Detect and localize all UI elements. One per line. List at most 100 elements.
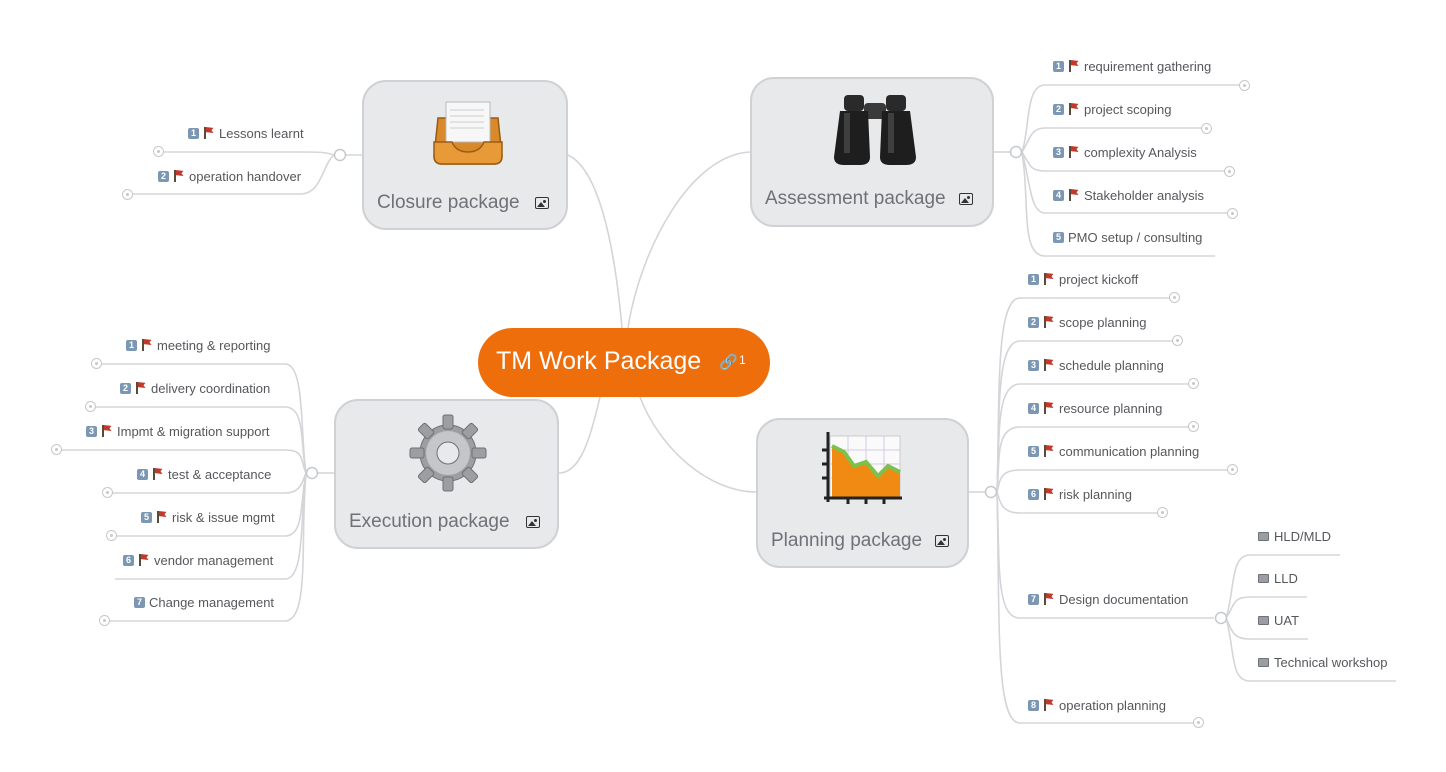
topic-label: Impmt & migration support <box>117 423 270 439</box>
root-title: TM Work Package <box>496 347 702 375</box>
priority-badge: 4 <box>137 468 148 480</box>
collapse-toggle[interactable] <box>51 444 62 455</box>
topic-label: resource planning <box>1059 400 1163 416</box>
collapse-toggle[interactable] <box>122 189 133 200</box>
list-item[interactable]: 4 test & acceptance <box>137 465 271 483</box>
flag-icon <box>1043 402 1054 414</box>
topic-label: operation planning <box>1059 697 1166 713</box>
closure-package-topic[interactable]: Closure package <box>362 80 568 230</box>
collapse-toggle[interactable] <box>153 146 164 157</box>
image-icon[interactable] <box>959 193 973 205</box>
inbox-tray-icon <box>433 101 503 165</box>
topic-label: vendor management <box>154 552 274 568</box>
flag-icon <box>135 382 146 394</box>
image-icon[interactable] <box>526 516 540 528</box>
topic-label: Stakeholder analysis <box>1084 187 1204 203</box>
collapse-toggle[interactable] <box>106 530 117 541</box>
collapse-toggle[interactable] <box>91 358 102 369</box>
priority-badge: 7 <box>134 596 145 608</box>
collapse-toggle[interactable] <box>99 615 110 626</box>
flag-icon <box>101 425 112 437</box>
flag-icon <box>1043 488 1054 500</box>
collapse-toggle[interactable] <box>1227 208 1238 219</box>
folder-icon <box>1258 657 1269 667</box>
topic-label: Change management <box>149 594 275 610</box>
priority-badge: 5 <box>141 511 152 523</box>
collapse-toggle[interactable] <box>1169 292 1180 303</box>
flag-icon <box>1068 146 1079 158</box>
link-icon[interactable]: 🔗 <box>719 354 738 371</box>
priority-badge: 1 <box>1028 273 1039 285</box>
collapse-toggle[interactable] <box>1172 335 1183 346</box>
list-item[interactable]: 4 resource planning <box>1028 399 1162 417</box>
flag-icon <box>1043 699 1054 711</box>
assessment-package-topic[interactable]: Assessment package <box>750 77 994 227</box>
priority-badge: 7 <box>1028 593 1039 605</box>
image-icon[interactable] <box>535 197 549 209</box>
topic-label: delivery coordination <box>151 380 271 396</box>
topic-label: UAT <box>1274 612 1300 628</box>
flag-icon <box>138 554 149 566</box>
root-topic[interactable]: TM Work Package 🔗 1 <box>478 328 770 397</box>
collapse-toggle[interactable] <box>1224 166 1235 177</box>
topic-label: Design documentation <box>1059 591 1189 607</box>
topic-label: communication planning <box>1059 443 1200 459</box>
topic-label: risk planning <box>1059 486 1132 502</box>
priority-badge: 4 <box>1028 402 1039 414</box>
priority-badge: 4 <box>1053 189 1064 201</box>
list-item[interactable]: 7 Design documentation <box>1028 590 1188 608</box>
flag-icon <box>152 468 163 480</box>
priority-badge: 6 <box>123 554 134 566</box>
priority-badge: 2 <box>120 382 131 394</box>
flag-icon <box>1043 445 1054 457</box>
priority-badge: 1 <box>126 339 137 351</box>
list-item[interactable]: LLD <box>1258 569 1298 587</box>
topic-label: test & acceptance <box>168 466 272 482</box>
collapse-toggle[interactable] <box>1188 378 1199 389</box>
list-item[interactable]: Technical workshop <box>1258 653 1387 671</box>
collapse-toggle[interactable] <box>102 487 113 498</box>
list-item[interactable]: 7 Change management <box>134 593 274 611</box>
list-item[interactable]: 4 Stakeholder analysis <box>1053 186 1204 204</box>
collapse-toggle[interactable] <box>1201 123 1212 134</box>
image-icon[interactable] <box>935 535 949 547</box>
topic-label: complexity Analysis <box>1084 144 1197 160</box>
collapse-toggle[interactable] <box>1157 507 1168 518</box>
collapse-toggle[interactable] <box>1188 421 1199 432</box>
priority-badge: 1 <box>1053 60 1064 72</box>
collapse-toggle[interactable] <box>85 401 96 412</box>
collapse-toggle[interactable] <box>1227 464 1238 475</box>
list-item[interactable]: HLD/MLD <box>1258 527 1331 545</box>
list-item[interactable]: 6 vendor management <box>123 551 273 569</box>
closure-package-title: Closure package <box>377 192 520 213</box>
execution-package-topic[interactable]: Execution package <box>334 399 559 549</box>
topic-label: Technical workshop <box>1274 654 1388 670</box>
list-item[interactable]: UAT <box>1258 611 1299 629</box>
planning-package-topic[interactable]: Planning package <box>756 418 969 568</box>
flag-icon <box>1043 316 1054 328</box>
collapse-toggle[interactable] <box>1193 717 1204 728</box>
list-item[interactable]: 2 delivery coordination <box>120 379 270 397</box>
flag-icon <box>173 170 184 182</box>
flag-icon <box>156 511 167 523</box>
flag-icon <box>1068 189 1079 201</box>
collapse-toggle[interactable] <box>1239 80 1250 91</box>
execution-package-title: Execution package <box>349 511 510 532</box>
